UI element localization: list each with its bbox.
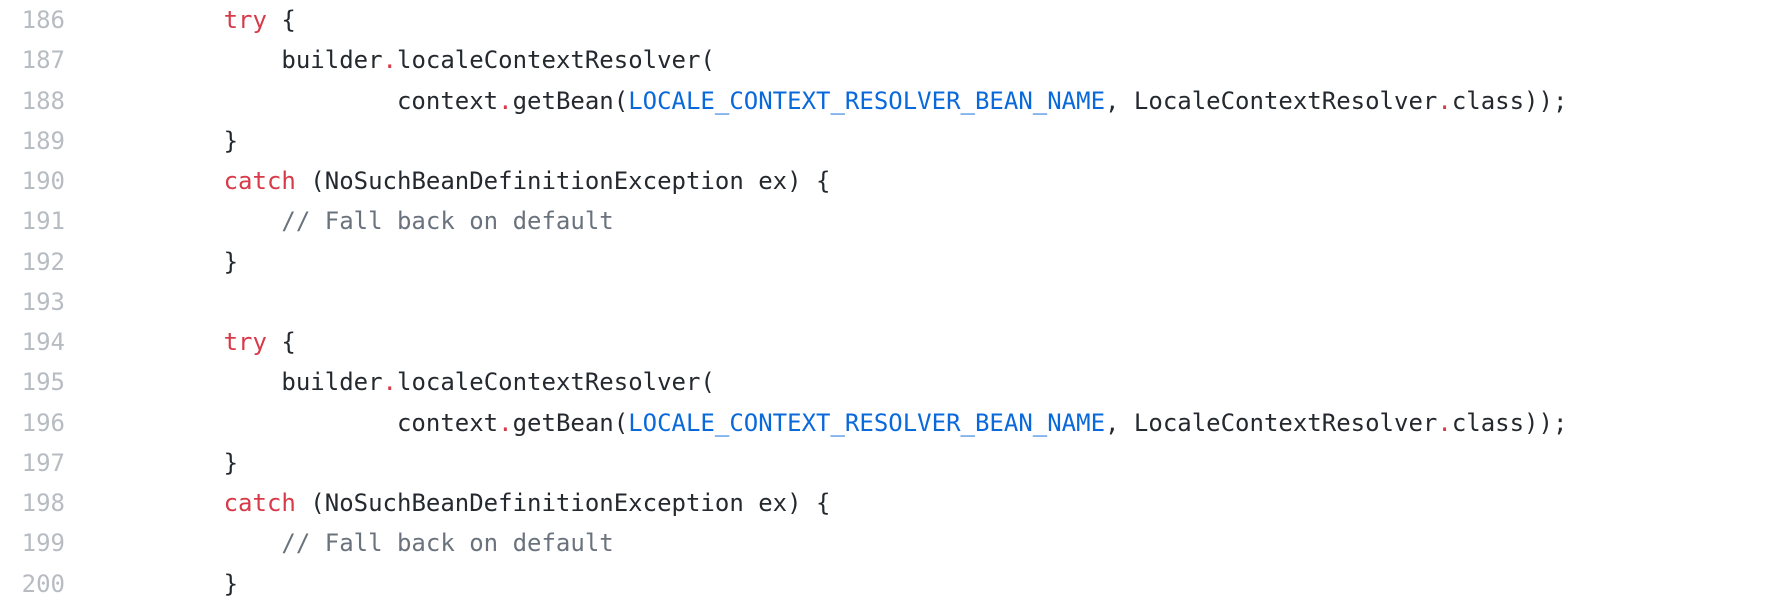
code-token-plain: context <box>108 86 499 115</box>
code-line: 187 builder.localeContextResolver( <box>0 40 1776 80</box>
code-token-dot: . <box>498 408 513 437</box>
code-line-content: catch (NoSuchBeanDefinitionException ex)… <box>65 161 831 201</box>
code-line: 189 } <box>0 121 1776 161</box>
code-token-plain: class)); <box>1451 86 1568 115</box>
code-token-keyword: try <box>223 328 267 357</box>
line-number[interactable]: 198 <box>21 489 65 518</box>
symbol-link[interactable]: LOCALE_CONTEXT_RESOLVER_BEAN_NAME <box>628 86 1106 115</box>
code-token-comment: // Fall back on default <box>281 529 614 558</box>
code-line: 190 catch (NoSuchBeanDefinitionException… <box>0 161 1776 201</box>
code-token-dot: . <box>1437 408 1452 437</box>
code-token-dot: . <box>382 46 397 75</box>
line-number[interactable]: 187 <box>21 46 65 75</box>
code-line-content: } <box>65 242 238 282</box>
code-line: 194 try { <box>0 322 1776 362</box>
line-number[interactable]: 193 <box>21 287 65 316</box>
code-token-plain: context <box>108 408 499 437</box>
code-token-plain <box>108 529 281 557</box>
line-number[interactable]: 195 <box>21 368 65 397</box>
code-token-plain: { <box>266 328 296 357</box>
code-token-plain: } <box>108 569 239 598</box>
code-token-plain: { <box>266 6 296 34</box>
code-token-plain: } <box>108 247 239 276</box>
code-token-dot: . <box>1437 86 1452 115</box>
line-number[interactable]: 197 <box>21 448 65 477</box>
code-line-content: catch (NoSuchBeanDefinitionException ex)… <box>65 483 831 523</box>
code-token-plain: class)); <box>1451 408 1568 437</box>
code-token-plain: } <box>108 126 239 155</box>
code-token-plain: , LocaleContextResolver <box>1105 86 1438 115</box>
code-line-content: } <box>65 564 238 604</box>
code-token-plain: getBean( <box>512 86 629 115</box>
code-token-plain: builder <box>108 46 383 75</box>
code-token-dot: . <box>498 86 513 115</box>
code-token-plain: localeContextResolver( <box>397 46 715 75</box>
code-line: 198 catch (NoSuchBeanDefinitionException… <box>0 483 1776 523</box>
code-line: 196 context.getBean(LOCALE_CONTEXT_RESOL… <box>0 403 1776 443</box>
line-number[interactable]: 190 <box>21 167 65 196</box>
line-number[interactable]: 188 <box>21 86 65 115</box>
line-number[interactable]: 199 <box>21 529 65 558</box>
code-token-plain <box>108 6 224 34</box>
code-line: 188 context.getBean(LOCALE_CONTEXT_RESOL… <box>0 81 1776 121</box>
code-token-plain: getBean( <box>512 408 629 437</box>
code-token-plain <box>108 489 224 517</box>
code-line-content: context.getBean(LOCALE_CONTEXT_RESOLVER_… <box>65 81 1567 121</box>
code-line: 186 try { <box>0 0 1776 40</box>
code-line: 199 // Fall back on default <box>0 523 1776 563</box>
line-number[interactable]: 194 <box>21 328 65 357</box>
line-number[interactable]: 186 <box>21 6 65 34</box>
code-line-content: builder.localeContextResolver( <box>65 40 715 80</box>
line-number[interactable]: 189 <box>21 126 65 155</box>
code-token-dot: . <box>382 368 397 397</box>
code-line: 192 } <box>0 242 1776 282</box>
code-token-keyword: catch <box>223 167 296 196</box>
code-token-keyword: try <box>223 6 267 34</box>
code-line: 191 // Fall back on default <box>0 201 1776 241</box>
code-token-plain: } <box>108 448 239 477</box>
code-token-plain <box>108 207 281 235</box>
code-line-content: try { <box>65 0 296 40</box>
code-line: 197 } <box>0 443 1776 483</box>
code-line-content: context.getBean(LOCALE_CONTEXT_RESOLVER_… <box>65 403 1567 443</box>
line-number[interactable]: 200 <box>21 569 65 598</box>
code-token-keyword: catch <box>223 489 296 518</box>
code-line: 200 } <box>0 564 1776 604</box>
code-line-content: // Fall back on default <box>65 201 614 241</box>
code-token-plain <box>108 167 224 195</box>
code-token-plain: builder <box>108 368 383 397</box>
code-token-plain <box>108 328 224 356</box>
code-token-plain: (NoSuchBeanDefinitionException ex) { <box>295 167 831 196</box>
code-line-content <box>65 282 108 322</box>
code-line-content: try { <box>65 322 296 362</box>
code-line-content: } <box>65 443 238 483</box>
code-line-content: } <box>65 121 238 161</box>
code-token-plain: , LocaleContextResolver <box>1105 408 1438 437</box>
code-line: 195 builder.localeContextResolver( <box>0 362 1776 402</box>
line-number[interactable]: 191 <box>21 207 65 236</box>
line-number[interactable]: 192 <box>21 247 65 276</box>
symbol-link[interactable]: LOCALE_CONTEXT_RESOLVER_BEAN_NAME <box>628 408 1106 437</box>
code-line-content: builder.localeContextResolver( <box>65 362 715 402</box>
code-token-plain: (NoSuchBeanDefinitionException ex) { <box>295 489 831 518</box>
code-line-content: // Fall back on default <box>65 523 614 563</box>
line-number[interactable]: 196 <box>21 408 65 437</box>
code-token-comment: // Fall back on default <box>281 207 614 236</box>
code-line: 193 <box>0 282 1776 322</box>
code-token-plain: localeContextResolver( <box>397 368 715 397</box>
